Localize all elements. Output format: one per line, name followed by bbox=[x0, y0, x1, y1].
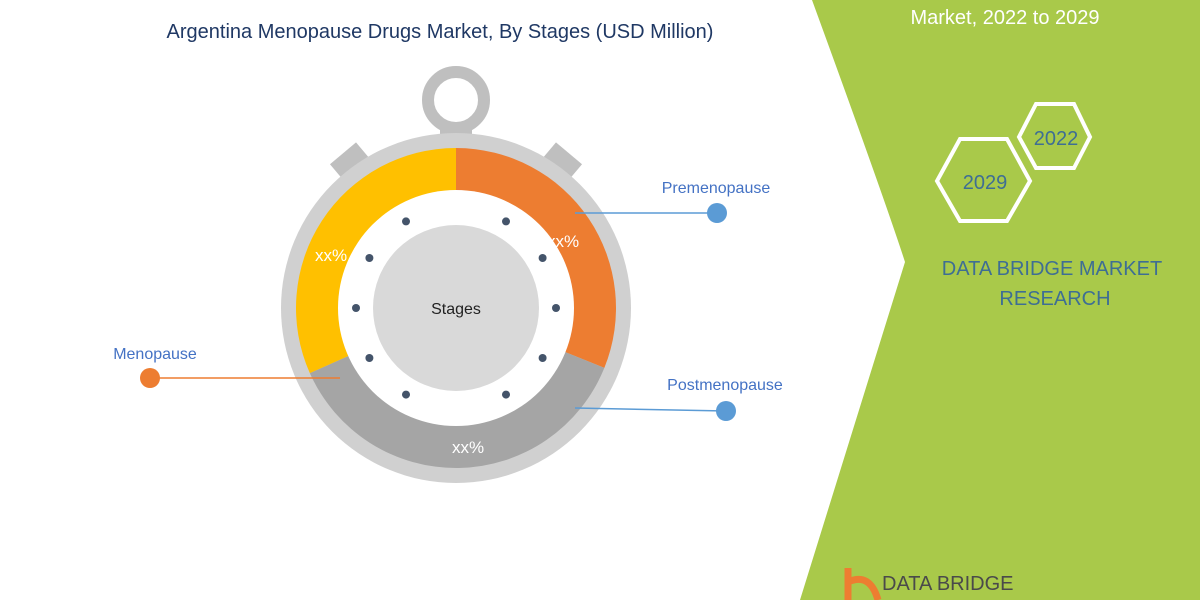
hexagon-2029 bbox=[934, 137, 1033, 223]
premenopause-value: xx% bbox=[547, 232, 579, 251]
dial-tick bbox=[538, 254, 547, 262]
stopwatch-button-left bbox=[329, 142, 375, 186]
logo-icon bbox=[844, 568, 882, 600]
dial-tick bbox=[402, 217, 410, 226]
menopause-dot bbox=[140, 368, 160, 388]
postmenopause-label: Postmenopause bbox=[667, 377, 783, 394]
year-2029: 2029 bbox=[963, 172, 1008, 194]
logo-text: DATA BRIDGE bbox=[882, 573, 1014, 595]
postmenopause-value: xx% bbox=[452, 438, 484, 457]
dial-tick bbox=[365, 254, 374, 262]
stopwatch-button-right bbox=[537, 142, 583, 186]
premenopause-label: Premenopause bbox=[662, 180, 771, 197]
hexagon-2022 bbox=[1016, 102, 1093, 170]
brand-line2: RESEARCH bbox=[999, 288, 1110, 310]
menopause-label: Menopause bbox=[113, 346, 197, 363]
menopause-value: xx% bbox=[315, 246, 347, 265]
center-circle bbox=[373, 225, 539, 391]
postmenopause-leader bbox=[574, 407, 727, 412]
dial-tick bbox=[502, 390, 510, 399]
green-panel bbox=[800, 0, 1200, 600]
chart-title: Argentina Menopause Drugs Market, By Sta… bbox=[167, 21, 714, 43]
year-2022: 2022 bbox=[1034, 128, 1079, 150]
dial-tick bbox=[502, 217, 510, 226]
premenopause-dot bbox=[707, 203, 727, 223]
center-label: Stages bbox=[431, 301, 481, 318]
postmenopause-dot bbox=[716, 401, 736, 421]
dial-tick bbox=[538, 354, 547, 362]
brand-line1: DATA BRIDGE MARKET bbox=[942, 258, 1162, 280]
dial-tick bbox=[402, 390, 410, 399]
dial-tick bbox=[365, 354, 374, 362]
side-title: Market, 2022 to 2029 bbox=[910, 7, 1099, 29]
stopwatch-ring bbox=[422, 66, 490, 134]
dial-tick bbox=[552, 304, 560, 312]
dial-tick bbox=[352, 304, 360, 312]
